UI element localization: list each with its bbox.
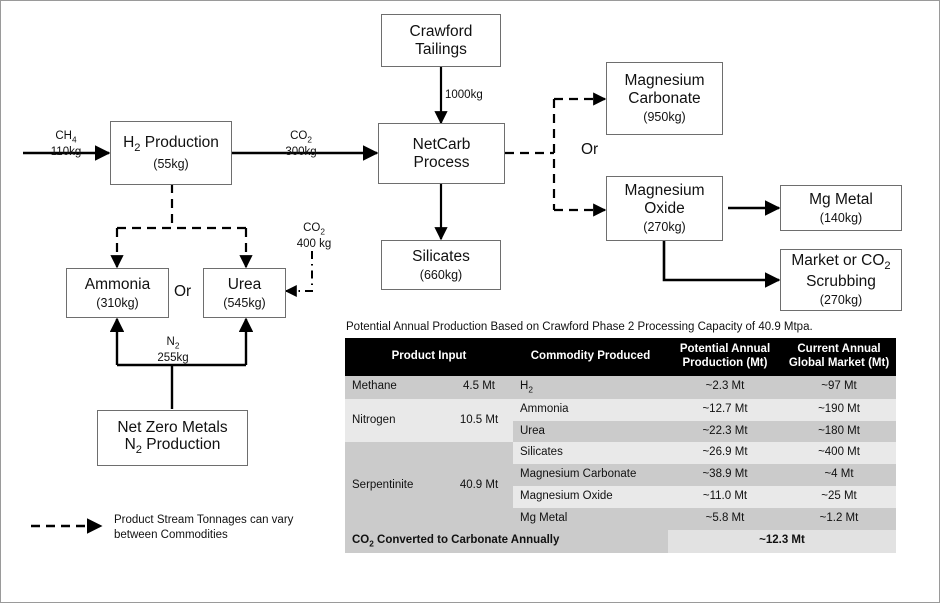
th-potential-annual-production: Potential Annual Production (Mt): [668, 338, 782, 376]
node-mg-metal-label: Mg Metal: [809, 190, 873, 208]
table-row: Serpentinite 40.9 Mt Silicates ~26.9 Mt …: [345, 442, 896, 530]
node-h2-production-qty: (55kg): [153, 157, 189, 172]
edge-label-co2-to-urea-species: CO2: [303, 222, 325, 237]
table-header-row: Product Input Commodity Produced Potenti…: [345, 338, 896, 376]
node-magnesium-oxide-label: Magnesium Oxide: [624, 182, 705, 218]
cell-market: ~1.2 Mt: [782, 507, 896, 530]
cell-potential: ~11.0 Mt: [668, 486, 782, 508]
edge-label-ch4: CH4 110kg: [36, 129, 96, 159]
legend-label: Product Stream Tonnages can vary between…: [114, 514, 294, 542]
node-mg-metal[interactable]: Mg Metal (140kg): [780, 185, 902, 231]
cell-input-name: Methane: [345, 375, 445, 399]
cell-market: ~400 Mt: [782, 442, 896, 465]
table-row: Mg Metal ~5.8 Mt ~1.2 Mt: [345, 507, 896, 530]
table-caption: Potential Annual Production Based on Cra…: [346, 321, 813, 333]
th-commodity-produced: Commodity Produced: [513, 338, 668, 376]
cell-commodity: Urea: [513, 420, 668, 443]
node-silicates[interactable]: Silicates (660kg): [381, 240, 501, 290]
node-silicates-label: Silicates: [412, 247, 470, 265]
table-row: Nitrogen 10.5 Mt Ammonia ~12.7 Mt ~190 M…: [345, 398, 896, 443]
edge-label-co2-to-urea: CO2 400 kg: [288, 221, 340, 251]
node-urea-label: Urea: [227, 275, 262, 293]
cell-input-name: Serpentinite: [345, 442, 445, 530]
cell-commodity: H2: [513, 375, 668, 399]
table-footer-row: CO2 Converted to Carbonate Annually ~12.…: [345, 529, 896, 553]
edge-mgo-to-market: [662, 240, 781, 288]
node-ammonia-qty: (310kg): [96, 295, 139, 310]
cell-market: ~190 Mt: [782, 398, 896, 421]
edge-label-tailings-feed: 1000kg: [445, 89, 483, 101]
production-table: Product Input Commodity Produced Potenti…: [345, 338, 896, 553]
node-urea[interactable]: Urea (545kg): [203, 268, 286, 318]
cell-commodity: Mg Metal: [513, 507, 668, 530]
node-magnesium-oxide-qty: (270kg): [643, 220, 686, 235]
node-market-co2-scrubbing[interactable]: Market or CO2 Scrubbing (270kg): [780, 249, 902, 311]
cell-market: ~97 Mt: [782, 375, 896, 399]
node-crawford-tailings[interactable]: Crawford Tailings: [381, 14, 501, 67]
node-netcarb-process-label: NetCarb Process: [412, 135, 471, 171]
cell-market: ~25 Mt: [782, 486, 896, 508]
node-magnesium-carbonate-label: Magnesium Carbonate: [624, 72, 705, 108]
node-silicates-qty: (660kg): [419, 267, 463, 282]
cell-potential: ~2.3 Mt: [668, 375, 782, 399]
edge-label-n2-feed-qty: 255kg: [157, 352, 189, 365]
node-market-co2-scrubbing-qty: (270kg): [819, 293, 863, 308]
node-crawford-tailings-label: Crawford Tailings: [409, 22, 473, 58]
node-magnesium-carbonate-qty: (950kg): [643, 110, 686, 125]
cell-commodity: Magnesium Oxide: [513, 486, 668, 508]
table-row: Methane 4.5 Mt H2 ~2.3 Mt ~97 Mt: [345, 375, 896, 399]
cell-footer-label: CO2 Converted to Carbonate Annually: [345, 529, 668, 553]
cell-input-amount: 10.5 Mt: [445, 398, 513, 443]
or-label-ammonia-urea-branch: Or: [174, 283, 192, 300]
node-urea-qty: (545kg): [223, 295, 266, 310]
node-ammonia-label: Ammonia: [84, 275, 151, 293]
cell-potential: ~5.8 Mt: [668, 507, 782, 530]
edge-label-n2-feed-species: N2: [166, 336, 180, 351]
node-net-zero-metals-label2: N2 Production: [124, 436, 221, 457]
cell-commodity: Silicates: [513, 442, 668, 465]
table-row: Magnesium Carbonate ~38.9 Mt ~4 Mt: [345, 464, 896, 487]
node-netcarb-process[interactable]: NetCarb Process: [378, 123, 505, 184]
cell-footer-value: ~12.3 Mt: [668, 529, 896, 553]
cell-input-name: Nitrogen: [345, 398, 445, 443]
edge-label-co2-to-urea-qty: 400 kg: [296, 238, 332, 251]
node-mg-metal-qty: (140kg): [819, 210, 863, 225]
cell-potential: ~12.7 Mt: [668, 398, 782, 421]
cell-input-amount: 4.5 Mt: [445, 375, 513, 399]
or-label-magnesium-branch: Or: [581, 141, 599, 158]
edge-label-ch4-species: CH4: [55, 130, 77, 145]
edge-co2-to-urea: [284, 251, 313, 297]
node-magnesium-oxide[interactable]: Magnesium Oxide (270kg): [606, 176, 723, 241]
edge-label-n2-feed: N2 255kg: [151, 335, 195, 365]
node-h2-production[interactable]: H2 Production (55kg): [110, 121, 232, 185]
th-current-annual-global-market: Current Annual Global Market (Mt): [782, 338, 896, 376]
table-row: Magnesium Oxide ~11.0 Mt ~25 Mt: [345, 486, 896, 508]
cell-input-amount: 40.9 Mt: [445, 442, 513, 530]
cell-commodity: Magnesium Carbonate: [513, 464, 668, 487]
th-product-input: Product Input: [345, 338, 513, 376]
edge-label-ch4-qty: 110kg: [50, 146, 82, 159]
cell-commodity: Ammonia: [513, 398, 668, 421]
edge-label-co2-out-species: CO2: [290, 130, 312, 145]
cell-potential: ~22.3 Mt: [668, 420, 782, 443]
cell-potential: ~26.9 Mt: [668, 442, 782, 465]
node-net-zero-metals[interactable]: Net Zero Metals N2 Production: [97, 410, 248, 466]
cell-market: ~4 Mt: [782, 464, 896, 487]
edge-label-co2-out: CO2 300kg: [271, 129, 331, 159]
node-magnesium-carbonate[interactable]: Magnesium Carbonate (950kg): [606, 62, 723, 135]
cell-potential: ~38.9 Mt: [668, 464, 782, 487]
node-ammonia[interactable]: Ammonia (310kg): [66, 268, 169, 318]
node-market-co2-scrubbing-label: Market or CO2 Scrubbing: [791, 252, 891, 291]
node-h2-production-label: H2 Production: [123, 134, 219, 155]
table-row: Urea ~22.3 Mt ~180 Mt: [345, 420, 896, 443]
cell-market: ~180 Mt: [782, 420, 896, 443]
edge-label-co2-out-qty: 300kg: [285, 146, 317, 159]
node-net-zero-metals-label: Net Zero Metals: [117, 418, 228, 436]
